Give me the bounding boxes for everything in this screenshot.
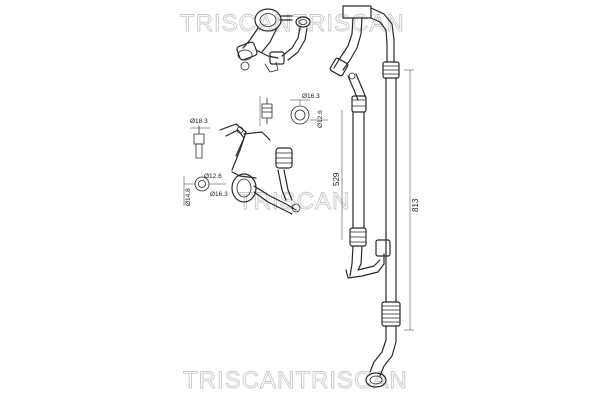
middle-hose: 529 xyxy=(329,5,391,279)
dim-bracket-dia-1: Ø18.3 xyxy=(190,118,208,125)
watermark-middle: TRISCAN xyxy=(238,188,350,215)
dim-bracket-dia-4: Ø12.6 xyxy=(204,173,222,180)
dim-sensor-dia-2: Ø12.6 xyxy=(317,110,324,128)
dim-long-hose: 813 xyxy=(411,198,420,212)
watermark-top: TRISCANTRISCAN xyxy=(180,10,405,37)
sensor-detail: Ø16.3 Ø12.6 xyxy=(259,93,328,128)
long-hose: 813 xyxy=(365,7,420,388)
dim-mid-hose: 529 xyxy=(332,172,341,186)
dim-bracket-dia-2: Ø14.8 xyxy=(185,188,192,206)
bracket-assembly: Ø18.3 Ø14.8 Ø16.3 Ø12.6 xyxy=(183,118,301,215)
dim-bracket-dia-3: Ø16.3 xyxy=(210,191,228,198)
watermark-bottom: TRISCANTRISCAN xyxy=(183,367,408,394)
top-fitting-assembly xyxy=(236,8,311,73)
dim-sensor-dia-1: Ø16.3 xyxy=(302,93,320,100)
